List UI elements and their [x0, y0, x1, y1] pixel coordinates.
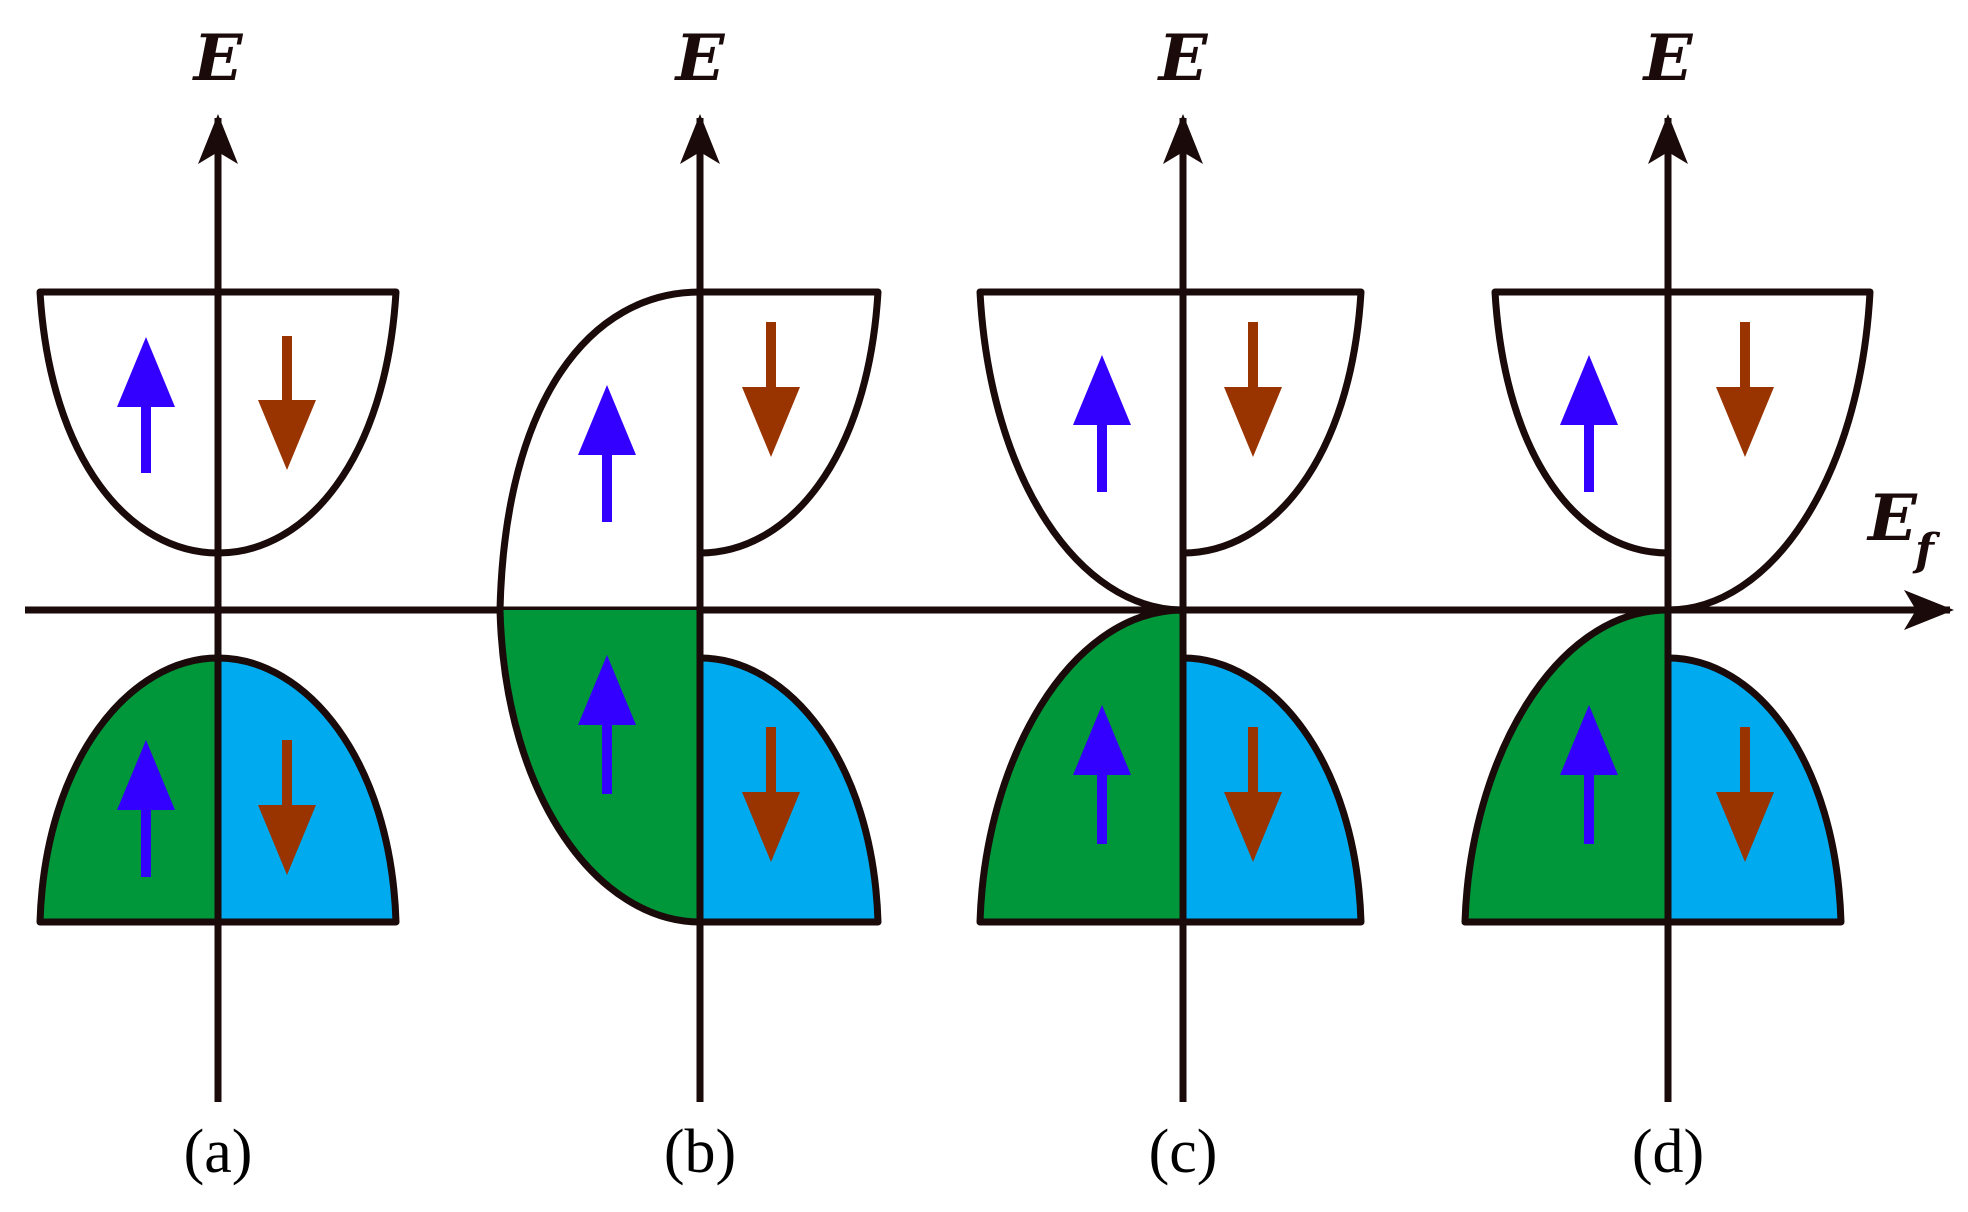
spin-down-arrow-icon [1224, 322, 1282, 457]
spin-up-arrow-icon [117, 337, 175, 473]
spin-down-arrow-icon [1716, 322, 1774, 457]
energy-axis-label-a: E [192, 21, 244, 96]
panel-d-conduction-outline [1491, 288, 1874, 614]
panel-b-valence-up [500, 610, 700, 922]
energy-axis-label-c: E [1157, 21, 1209, 96]
panel-d-valence-down [1668, 658, 1841, 922]
spin-up-arrow-icon [1560, 355, 1618, 492]
fermi-level-label: E f [1866, 481, 1941, 576]
panel-b-conduction-up-outline [496, 288, 701, 611]
panel-c-valence-down [1183, 658, 1361, 922]
panel-label-c: (c) [1149, 1118, 1218, 1186]
panel-label-b: (b) [664, 1118, 736, 1186]
spin-up-arrow-icon [117, 740, 175, 877]
spin-up-arrow-icon [578, 385, 636, 522]
fermi-level-label-main: E [1866, 481, 1918, 556]
panel-label-d: (d) [1632, 1118, 1704, 1186]
spin-up-arrow-icon [578, 655, 636, 794]
spin-down-arrow-icon [258, 336, 316, 470]
panel-c-conduction-outline [976, 288, 1365, 614]
panel-label-a: (a) [184, 1118, 253, 1186]
spin-down-arrow-icon [1716, 727, 1774, 862]
panel-b-valence-up-outline [496, 609, 701, 926]
energy-axis-label-b: E [674, 21, 726, 96]
panel-b-conduction-down-outline [699, 288, 882, 557]
spin-up-arrow-icon [1073, 355, 1131, 492]
spin-down-arrow-icon [1224, 727, 1282, 862]
spin-down-arrow-icon [742, 322, 800, 457]
spin-down-arrow-icon [258, 740, 316, 875]
panel-a-valence-down [218, 658, 396, 922]
spin-up-arrow-icon [1560, 705, 1618, 844]
panel-b-valence-down [700, 658, 878, 922]
energy-axis-label-d: E [1642, 21, 1694, 96]
spin-down-arrow-icon [742, 727, 800, 862]
fermi-level-label-sub: f [1912, 525, 1941, 576]
spin-up-arrow-icon [1073, 705, 1131, 844]
panel-b-valence-down-outline [699, 654, 882, 926]
panel-b [496, 288, 882, 926]
